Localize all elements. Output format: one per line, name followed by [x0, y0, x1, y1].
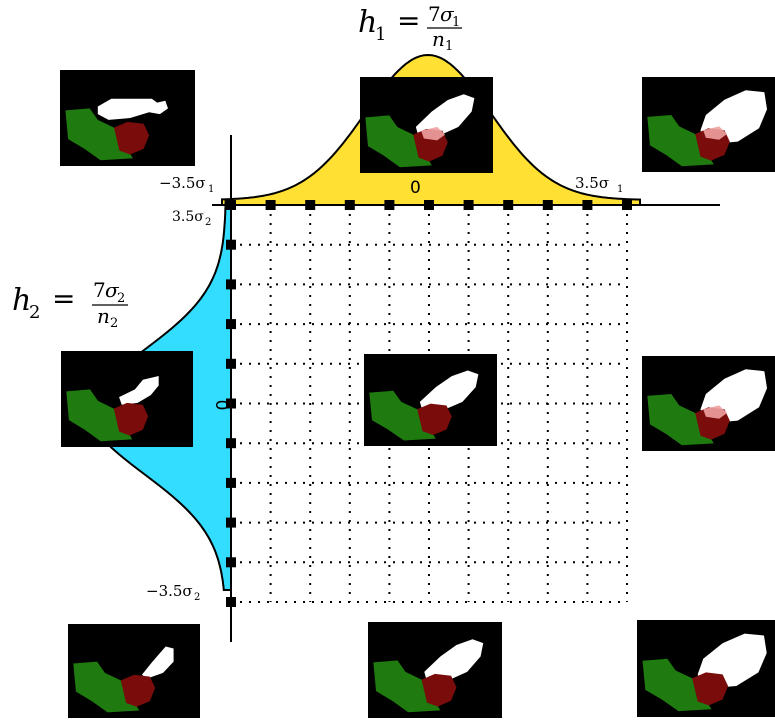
sample-marker — [226, 477, 236, 488]
green-region — [647, 115, 714, 167]
overlap-region — [703, 405, 728, 419]
svg-text:h: h — [358, 5, 377, 40]
sample-marker — [226, 279, 236, 290]
thumb-top-left — [60, 70, 195, 166]
green-region — [642, 658, 712, 712]
green-region — [369, 390, 436, 441]
equals-sign: = — [397, 4, 420, 37]
svg-text:2: 2 — [110, 316, 118, 331]
axis1-min-label: −3.5σ 1 — [159, 174, 214, 195]
vertical-sample-markers — [226, 200, 236, 607]
svg-text:7: 7 — [428, 2, 441, 26]
sample-marker — [503, 200, 514, 210]
axis2-min-label: −3.5σ 2 — [146, 582, 200, 603]
thumb-mid-right — [642, 356, 775, 451]
darkred-region — [417, 403, 452, 435]
white-region — [97, 98, 168, 120]
axis2-max-label: 3.5σ 2 — [172, 209, 211, 228]
white-region — [119, 375, 159, 405]
darkred-region — [113, 402, 149, 436]
sample-marker — [305, 200, 316, 210]
thumb-bottom-center — [368, 622, 502, 718]
sample-marker — [265, 200, 276, 210]
sample-marker — [226, 557, 236, 568]
svg-text:σ: σ — [105, 278, 120, 302]
sample-marker — [344, 200, 355, 210]
svg-text:−3.5σ: −3.5σ — [159, 174, 206, 192]
svg-text:2: 2 — [205, 217, 211, 228]
white-region — [424, 639, 484, 682]
sample-marker — [582, 200, 593, 210]
sample-marker — [226, 358, 236, 369]
sample-marker — [226, 319, 236, 330]
svg-text:1: 1 — [617, 184, 623, 195]
axis1-max-label: 3.5σ 1 — [575, 174, 623, 195]
darkred-region — [114, 121, 150, 155]
white-region — [141, 646, 174, 679]
darkred-region — [421, 673, 457, 707]
svg-text:h: h — [12, 283, 31, 318]
green-region — [647, 394, 714, 446]
segmentation-thumbnails — [60, 70, 775, 718]
svg-text:1: 1 — [375, 24, 386, 45]
thumb-bottom-right — [637, 620, 775, 717]
sample-marker — [463, 200, 474, 210]
sample-marker — [542, 200, 553, 210]
white-region — [415, 94, 475, 137]
svg-text:7: 7 — [93, 278, 106, 302]
svg-text:2: 2 — [29, 302, 40, 323]
thumb-center — [364, 354, 497, 446]
svg-text:−3.5σ: −3.5σ — [146, 582, 193, 600]
sample-marker — [424, 200, 434, 210]
green-region — [73, 661, 140, 713]
darkred-region — [692, 672, 729, 706]
sample-marker — [226, 597, 236, 607]
sample-marker — [622, 200, 632, 210]
sample-marker — [226, 517, 236, 528]
sample-marker — [226, 200, 236, 210]
thumb-top-center — [360, 77, 493, 173]
axis2-center-label: 0 — [211, 400, 231, 411]
axis1-center-label: 0 — [410, 178, 421, 198]
svg-text:n: n — [97, 304, 110, 328]
overlap-region — [703, 126, 728, 140]
svg-text:1: 1 — [445, 39, 453, 54]
sample-marker — [226, 398, 236, 409]
svg-text:3.5σ: 3.5σ — [575, 174, 609, 192]
green-region — [365, 115, 432, 168]
sample-marker — [226, 438, 236, 449]
svg-text:2: 2 — [117, 291, 125, 306]
svg-text:n: n — [432, 27, 445, 51]
thumb-mid-left — [61, 351, 193, 447]
sample-marker — [226, 239, 236, 250]
svg-text:1: 1 — [452, 15, 460, 30]
svg-text:σ: σ — [440, 2, 455, 26]
overlap-region — [421, 126, 446, 141]
svg-text:1: 1 — [208, 184, 214, 195]
sample-marker — [384, 200, 395, 210]
equals-sign: = — [52, 282, 75, 315]
formula-h2: h 2 = 7 σ 2 n 2 — [12, 278, 128, 331]
white-region — [419, 370, 479, 412]
thumb-top-right — [642, 77, 775, 172]
green-region — [65, 108, 133, 161]
darkred-region — [120, 674, 156, 707]
svg-text:2: 2 — [194, 592, 200, 603]
formula-h1: h 1 = 7 σ 1 n 1 — [358, 2, 462, 54]
thumb-bottom-left — [68, 624, 200, 718]
svg-text:3.5σ: 3.5σ — [172, 209, 204, 225]
green-region — [66, 389, 133, 442]
green-region — [373, 660, 441, 713]
